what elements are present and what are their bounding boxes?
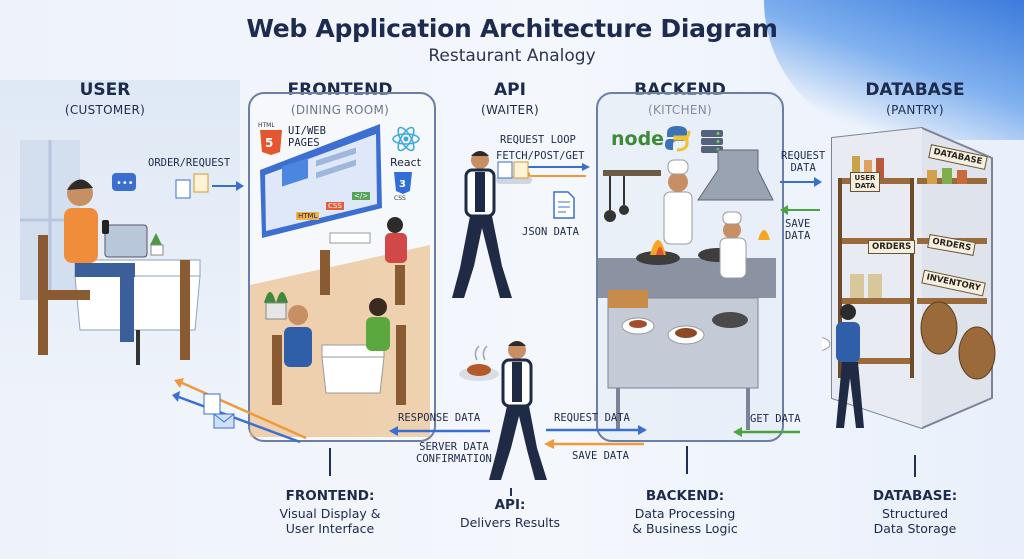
json-data-label: JSON DATA <box>522 226 579 238</box>
frontend-summary: FRONTEND: Visual Display & User Interfac… <box>255 488 405 536</box>
api-role: (WAITER) <box>481 103 539 117</box>
user-role: (CUSTOMER) <box>64 103 146 117</box>
pantry-tag-user-data: USER DATA <box>850 172 880 192</box>
database-header: DATABASE (PANTRY) <box>845 80 985 117</box>
database-heading: DATABASE <box>865 80 965 100</box>
chef <box>719 237 747 279</box>
api-summary-desc: Delivers Results <box>459 515 561 530</box>
request-data-db-label: REQUEST DATA <box>781 150 826 174</box>
chef <box>663 191 693 245</box>
dining-room <box>250 217 430 437</box>
uiweb-pages-label: UI/WEB PAGES <box>288 125 326 149</box>
diner <box>284 327 312 367</box>
database-summary-title: DATABASE: <box>872 488 958 504</box>
connector-database <box>914 455 916 477</box>
waiter-bottom <box>459 341 547 480</box>
range-hood <box>697 149 774 201</box>
frontend-summary-title: FRONTEND: <box>285 488 375 504</box>
frontend-summary-desc: Visual Display & User Interface <box>279 506 381 536</box>
html-badge: HTML <box>258 122 275 129</box>
python-icon <box>665 126 691 152</box>
waiter-top <box>452 151 532 298</box>
request-data-label: REQUEST DATA <box>554 412 630 424</box>
user-heading: USER <box>79 80 131 100</box>
pantry <box>822 126 996 430</box>
connector-api <box>510 488 512 496</box>
plant-icon <box>264 292 288 303</box>
document-icon <box>513 161 529 179</box>
diner <box>366 317 390 351</box>
pantry-worker <box>836 322 860 362</box>
pantry-tag-orders-1: ORDERS <box>868 240 916 254</box>
table <box>329 232 371 244</box>
chef-hat <box>667 159 689 175</box>
api-summary: API: Delivers Results <box>440 497 580 530</box>
request-save-arrows <box>544 425 647 449</box>
document-icon <box>497 161 513 179</box>
server-data-confirmation-label: SERVER DATA CONFIRMATION <box>416 441 492 465</box>
backend-summary-desc: Data Processing & Business Logic <box>632 506 738 536</box>
frontend-heading: FRONTEND <box>287 80 393 100</box>
connector-backend <box>686 446 688 474</box>
backend-summary-title: BACKEND: <box>645 488 725 504</box>
customer <box>64 208 98 263</box>
order-request-arrow <box>175 173 244 199</box>
frontend-user-arrows <box>172 378 307 444</box>
connector-frontend <box>329 448 331 476</box>
nodejs-logo: node <box>611 128 665 150</box>
diagram-subtitle: Restaurant Analogy <box>428 46 596 66</box>
diagram-title: Web Application Architecture Diagram <box>246 14 778 43</box>
screen-tag-code: </> <box>352 192 371 200</box>
css3-icon: 3 <box>393 171 413 195</box>
get-data-label: GET DATA <box>750 413 801 425</box>
save-data-db-label: SAVE DATA <box>785 218 811 242</box>
api-header: API (WAITER) <box>470 80 550 117</box>
get-data-arrow <box>733 427 800 437</box>
backend-database-arrows <box>780 177 822 215</box>
save-data-label: SAVE DATA <box>572 450 629 462</box>
user-header: USER (CUSTOMER) <box>40 80 170 117</box>
roast-dish <box>467 364 491 376</box>
chat-bubble-icon <box>112 173 136 191</box>
diner <box>385 233 407 263</box>
react-icon <box>392 126 420 152</box>
barrel <box>920 301 958 355</box>
svg-text:3: 3 <box>399 179 406 190</box>
request-loop-label: REQUEST LOOP <box>500 134 576 146</box>
database-summary: DATABASE: Structured Data Storage <box>850 488 980 536</box>
response-data-arrow <box>389 426 490 436</box>
chef-hat <box>722 211 742 225</box>
css-badge: CSS <box>394 195 406 202</box>
order-request-label: ORDER/REQUEST <box>148 157 231 169</box>
backend-summary: BACKEND: Data Processing & Business Logi… <box>610 488 760 536</box>
database-role: (PANTRY) <box>886 103 944 117</box>
kitchen <box>598 149 776 430</box>
react-label: React <box>390 156 422 169</box>
user-scene: ••• <box>20 140 201 365</box>
screen-tag-html: HTML <box>296 212 320 220</box>
phone <box>102 220 109 234</box>
fetch-post-get-label: FETCH/POST/GET <box>496 150 585 162</box>
document-icon <box>175 179 191 199</box>
svg-text:5: 5 <box>265 136 273 150</box>
barrel <box>958 326 996 380</box>
api-summary-title: API: <box>494 497 526 513</box>
document-icon <box>203 393 221 415</box>
laptop <box>104 224 148 258</box>
html5-icon: 5 <box>258 128 284 155</box>
response-data-label: RESPONSE DATA <box>398 412 481 424</box>
frontend-header: FRONTEND (DINING ROOM) <box>265 80 415 117</box>
database-summary-desc: Structured Data Storage <box>873 506 957 536</box>
api-heading: API <box>494 80 526 100</box>
wood-floor <box>250 245 430 437</box>
json-document-icon <box>553 191 575 219</box>
browser-window <box>260 124 382 238</box>
document-icon <box>193 173 209 193</box>
svg-text:•••: ••• <box>116 178 134 189</box>
frontend-role: (DINING ROOM) <box>290 103 390 117</box>
screen-tag-css: CSS <box>326 202 344 210</box>
